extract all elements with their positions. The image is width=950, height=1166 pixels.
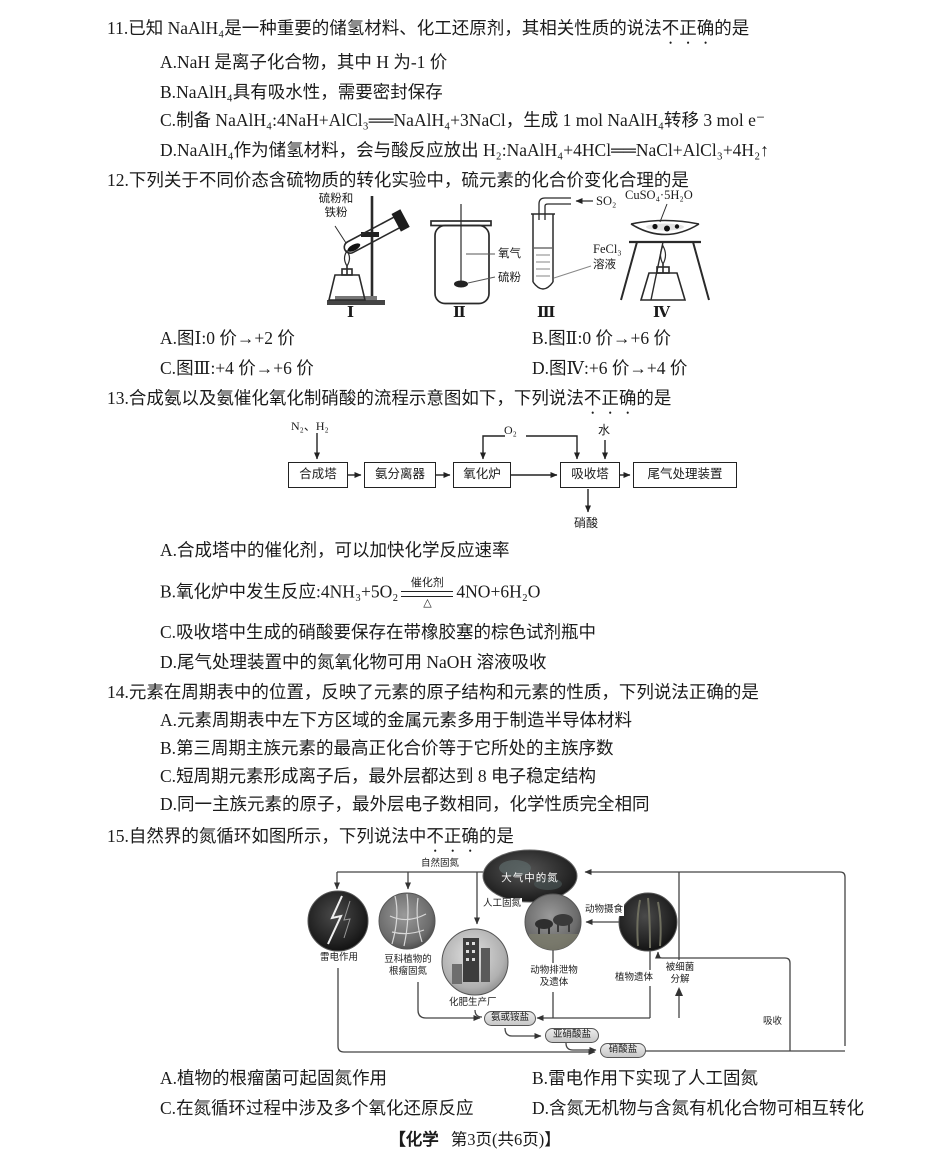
q14-option-d: D.同一主族元素的原子，最外层电子数相同，化学性质完全相同 xyxy=(160,794,650,814)
animal-feeding-label: 动物摄食 xyxy=(584,904,625,916)
atmosphere-nitrogen-label: 大气中的氮 xyxy=(501,872,559,884)
legume-label: 豆科植物的 根瘤固氮 xyxy=(384,954,432,977)
apparatus-iii-so2-label: SO₂ xyxy=(596,194,617,208)
roman-numeral-1: Ⅰ xyxy=(347,305,355,321)
q12-option-c: C.图Ⅲ:+4 价→+6 价 xyxy=(160,358,314,378)
flow-input-water: 水 xyxy=(598,423,611,437)
q14-option-b: B.第三周期主族元素的最高正化合价等于它所处的主族序数 xyxy=(160,738,614,758)
apparatus-i xyxy=(327,196,410,305)
natural-fixation-label: 自然固氮 xyxy=(420,858,461,870)
flow-box-absorption-tower: 吸收塔 xyxy=(560,462,620,488)
q12-option-d: D.图Ⅳ:+6 价→+4 价 xyxy=(532,358,688,378)
apparatus-iii-solution-label: 溶液 xyxy=(593,259,616,271)
absorption-label: 吸收 xyxy=(762,1016,784,1028)
roman-numeral-3: Ⅲ xyxy=(537,305,556,321)
flow-input-o2: O₂ xyxy=(504,423,517,437)
lightning-photo xyxy=(307,890,369,952)
q11-stem-pre: 已知 NaAlH₄是一种重要的储氢材料、化工还原剂，其相关性质的说法 xyxy=(128,18,662,38)
flow-box-ammonia-separator: 氨分离器 xyxy=(364,462,436,488)
legume-roots-photo xyxy=(378,892,436,950)
q12-option-b: B.图Ⅱ:0 价→+6 价 xyxy=(532,328,671,348)
flowchart-arrows xyxy=(314,433,631,513)
nitrate-node: 硝酸盐 xyxy=(600,1043,646,1058)
double-bond-equals xyxy=(401,590,454,597)
plant-remains-label: 植物遗体 xyxy=(614,972,655,984)
q12-stem: 12.下列关于不同价态含硫物质的转化实验中，硫元素的化合价变化合理的是 xyxy=(107,170,689,190)
lightning-label: 雷电作用 xyxy=(319,952,358,963)
flow-box-tail-gas-unit: 尾气处理装置 xyxy=(633,462,737,488)
q11-option-d: D.NaAlH₄作为储氢材料，会与酸反应放出 H₂:NaAlH₄+4HCl══N… xyxy=(160,140,769,160)
page-footer: 【化学第3页(共6页)】 xyxy=(0,1126,950,1150)
artificial-fixation-label: 人工固氮 xyxy=(482,898,523,910)
roman-numeral-4: Ⅳ xyxy=(653,305,671,321)
q11-stem-post: 的是 xyxy=(714,18,750,38)
q11-option-c: C.制备 NaAlH₄:4NaH+AlCl₃══NaAlH₄+3NaCl，生成 … xyxy=(160,110,766,130)
q11-number: 11. xyxy=(107,18,129,38)
q14-option-a: A.元素周期表中左下方区域的金属元素多用于制造半导体材料 xyxy=(160,710,633,730)
q15-nitrogen-cycle-figure: 自然固氮 大气中的氮 人工固氮 雷电作用 豆科植物的 根瘤固氮 化肥生产厂 动物… xyxy=(300,846,860,1064)
nitrite-node: 亚硝酸盐 xyxy=(545,1028,599,1043)
apparatus-iii-fecl3-label: FeCl₃ xyxy=(593,242,622,256)
apparatus-ii-sulfur-label: 硫粉 xyxy=(498,272,521,284)
q11-option-a: A.NaH 是离子化合物，其中 H 为-1 价 xyxy=(160,52,448,72)
flow-box-synthesis-tower: 合成塔 xyxy=(288,462,348,488)
flow-output-nitric-acid: 硝酸 xyxy=(574,516,599,530)
q11-option-b: B.NaAlH₄具有吸水性，需要密封保存 xyxy=(160,82,443,102)
flow-box-oxidation-furnace: 氧化炉 xyxy=(453,462,511,488)
q15-option-d: D.含氮无机物与含氮有机化合物可相互转化 xyxy=(532,1098,865,1118)
q13-option-d: D.尾气处理装置中的氮氧化物可用 NaOH 溶液吸收 xyxy=(160,652,547,672)
apparatus-i-reagent-label: 硫粉和 铁粉 xyxy=(318,193,354,220)
nitrogen-cycle-art xyxy=(307,849,846,1055)
q14-option-c: C.短周期元素形成离子后，最外层都达到 8 电子稳定结构 xyxy=(160,766,597,786)
q12-option-a: A.图Ⅰ:0 价→+2 价 xyxy=(160,328,295,348)
q13-option-a: A.合成塔中的催化剂，可以加快化学反应速率 xyxy=(160,540,510,560)
animals-photo xyxy=(524,893,582,951)
apparatus-iv-cuso4-label: CuSO₄·5H₂O xyxy=(625,188,693,202)
apparatus-iii xyxy=(531,197,593,290)
q13-flowchart-figure: 合成塔 氨分离器 氧化炉 吸收塔 尾气处理装置 N₂、H₂ O₂ 水 硝酸 xyxy=(255,415,755,530)
q11-stem: 11.已知 NaAlH₄是一种重要的储氢材料、化工还原剂，其相关性质的说法不正确… xyxy=(107,18,749,48)
ammonia-salt-node: 氨或铵盐 xyxy=(484,1011,536,1026)
atmosphere-photo xyxy=(482,849,578,903)
fertilizer-factory-photo xyxy=(441,928,509,996)
q14-stem: 14.元素在周期表中的位置，反映了元素的原子结构和元素的性质，下列说法正确的是 xyxy=(107,682,759,702)
q15-option-a: A.植物的根瘤菌可起固氮作用 xyxy=(160,1068,388,1088)
apparatus-ii xyxy=(430,204,496,305)
q15-stem: 15.自然界的氮循环如图所示，下列说法中不正确的是 xyxy=(107,826,514,846)
footer-page-number: 第3页(共6页)】 xyxy=(450,1130,561,1149)
q15-option-c: C.D.在氮循环过程中涉及多个氧化还原反应 xyxy=(160,1098,474,1118)
flow-input-n2h2: N₂、H₂ xyxy=(291,419,329,433)
bacteria-up-arrow xyxy=(675,987,683,996)
q15-option-b: B.雷电作用下实现了人工固氮 xyxy=(532,1068,759,1088)
q13-option-c: C.吸收塔中生成的硝酸要保存在带橡胶塞的棕色试剂瓶中 xyxy=(160,622,597,642)
q12-apparatus-figure: 硫粉和 铁粉 氧气 硫粉 SO₂ FeCl₃ 溶液 CuSO₄·5H₂O Ⅰ Ⅱ… xyxy=(295,188,735,321)
bacteria-decompose-label: 被细菌 分解 xyxy=(662,962,698,986)
apparatus-line-art xyxy=(327,196,710,305)
roman-numeral-2: Ⅱ xyxy=(453,305,466,321)
q13-stem: 13.合成氨以及氨催化氧化制硝酸的流程示意图如下，下列说法不正确的是 xyxy=(107,388,672,408)
factory-label: 化肥生产厂 xyxy=(448,997,498,1009)
apparatus-iv xyxy=(620,203,710,301)
footer-subject: 【化学 xyxy=(389,1130,439,1149)
animal-excreta-label: 动物排泄物 及遗体 xyxy=(524,965,584,989)
apparatus-ii-oxygen-label: 氧气 xyxy=(498,248,521,260)
plants-photo xyxy=(618,892,678,952)
reaction-condition-stack: 催化剂△ xyxy=(401,577,454,609)
q11-stem-emphasis: 不正确 xyxy=(661,18,715,38)
